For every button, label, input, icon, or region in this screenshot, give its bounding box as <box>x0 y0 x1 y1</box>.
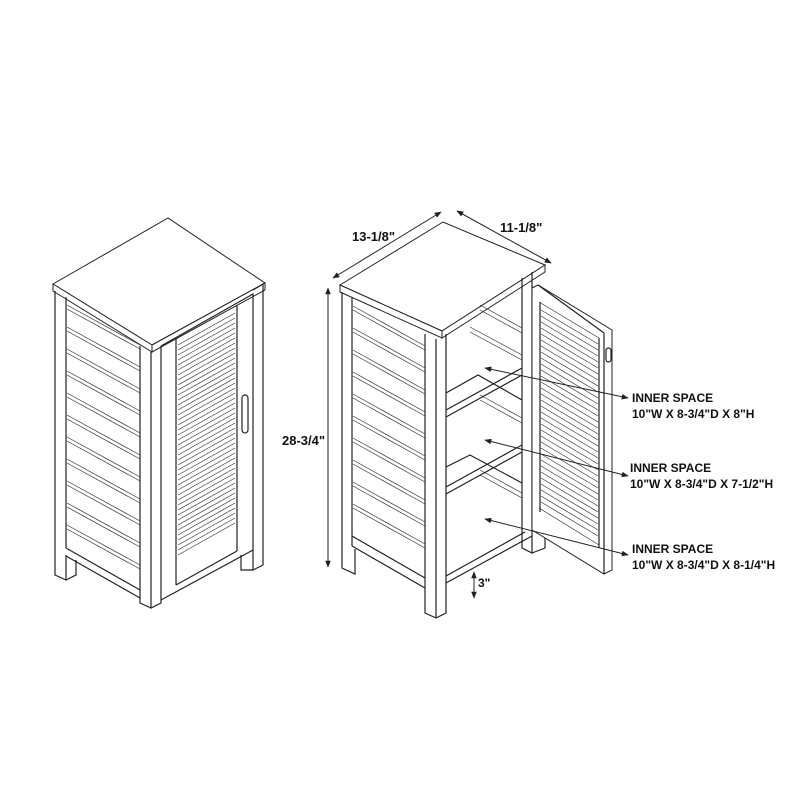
inner-space-size: 10"W X 8-3/4"D X 8"H <box>632 407 755 421</box>
door-handle-icon <box>605 347 612 363</box>
inner-space-note-3: INNER SPACE 10"W X 8-3/4"D X 8-1/4"H <box>632 541 775 573</box>
inner-space-2-leader <box>484 438 629 478</box>
inner-space-title: INNER SPACE <box>630 461 712 475</box>
closed-cabinet-view <box>52 217 266 609</box>
open-cabinet-view <box>325 210 629 619</box>
inner-space-note-1: INNER SPACE 10"W X 8-3/4"D X 8"H <box>632 390 754 422</box>
width-dimension-line <box>332 211 442 279</box>
side-slats-open <box>352 305 426 549</box>
inner-space-note-2: INNER SPACE 10"W X 8-3/4"D X 7-1/2"H <box>630 460 773 492</box>
width-label: 13-1/8" <box>352 229 396 244</box>
door-handle-icon <box>241 394 249 434</box>
height-label: 28-3/4" <box>282 433 326 448</box>
inner-space-title: INNER SPACE <box>632 542 714 556</box>
inner-space-size: 10"W X 8-3/4"D X 7-1/2"H <box>630 477 774 491</box>
depth-dimension-line <box>456 210 552 264</box>
side-slats <box>66 304 141 570</box>
inner-space-1-leader <box>484 366 629 400</box>
inner-space-size: 10"W X 8-3/4"D X 8-1/4"H <box>632 558 776 572</box>
leg-clearance-label: 3" <box>478 576 491 590</box>
door-louvers <box>177 312 236 556</box>
inner-space-title: INNER SPACE <box>632 391 714 405</box>
open-door <box>531 284 613 575</box>
depth-label: 11-1/8" <box>500 220 543 235</box>
inner-space-3-leader <box>484 517 629 557</box>
